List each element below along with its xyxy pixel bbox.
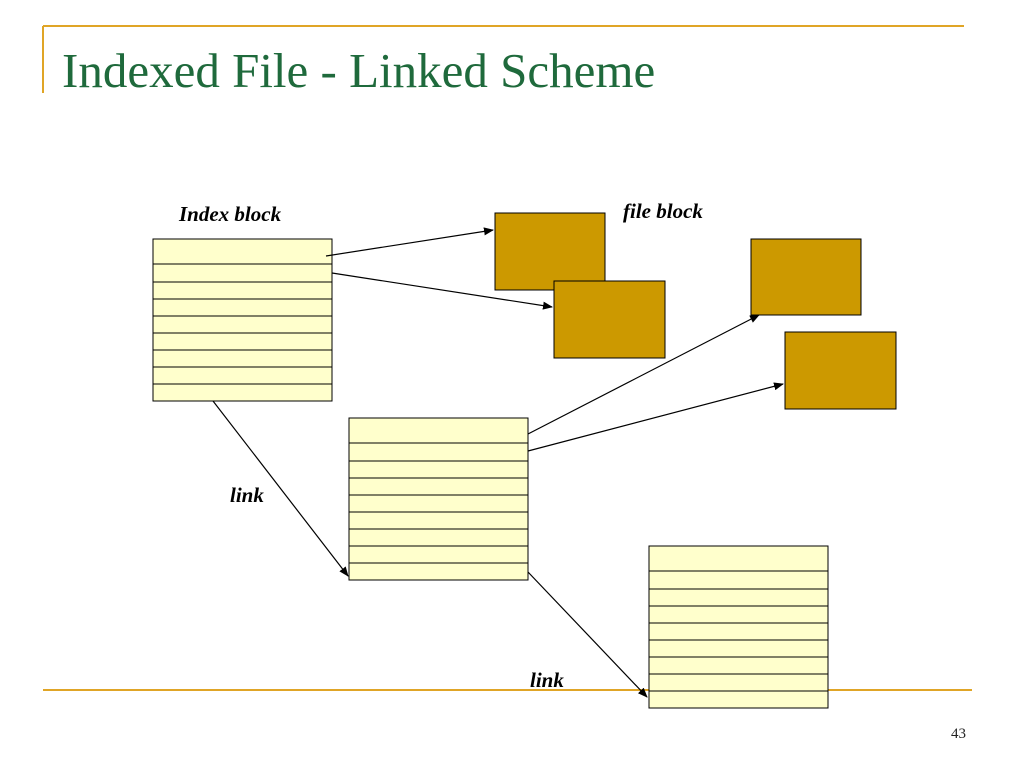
label-index-block: Index block xyxy=(178,202,282,226)
file-block-2 xyxy=(553,280,666,359)
index-block-2 xyxy=(348,417,529,581)
page-number: 43 xyxy=(951,726,966,742)
file-block-1 xyxy=(494,212,606,291)
pointer-arrow-1 xyxy=(325,227,494,257)
slide-title: Indexed File - Linked Scheme xyxy=(62,43,656,98)
link-arrow-1 xyxy=(212,400,349,577)
label-file-block: file block xyxy=(623,199,703,223)
file-block-4 xyxy=(784,331,897,410)
pointer-arrow-3 xyxy=(527,314,760,435)
pointer-arrow-4 xyxy=(527,382,784,452)
label-link-2: link xyxy=(530,668,564,692)
index-block-3 xyxy=(648,545,829,709)
label-link-1: link xyxy=(230,483,264,507)
file-block-3 xyxy=(750,238,862,316)
index-block-1 xyxy=(152,238,333,402)
link-arrow-2 xyxy=(527,571,648,698)
pointer-arrow-2 xyxy=(331,272,553,310)
